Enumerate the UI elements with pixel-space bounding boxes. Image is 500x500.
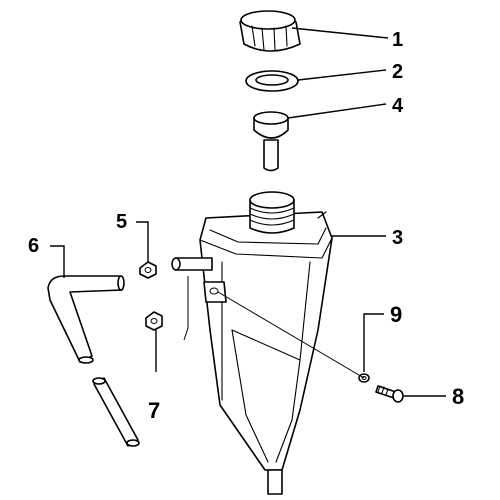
nut-upper — [139, 261, 157, 279]
callout-3: 3 — [392, 227, 403, 249]
filler-cap — [239, 10, 301, 52]
screw — [375, 385, 404, 403]
leader-4 — [287, 103, 387, 119]
nut-lower — [145, 311, 163, 331]
expansion-tank — [171, 191, 333, 495]
leader-5 — [136, 221, 149, 262]
callout-1: 1 — [392, 29, 403, 51]
callout-4: 4 — [392, 95, 404, 117]
callout-8: 8 — [452, 384, 464, 409]
sealing-ring — [245, 70, 299, 92]
callout-7: 7 — [148, 398, 160, 423]
assembly-line — [217, 291, 365, 379]
leader-lines — [50, 27, 446, 397]
valve-plug — [253, 111, 289, 172]
callout-2: 2 — [392, 61, 403, 83]
hose-bent — [47, 275, 125, 364]
callout-5: 5 — [116, 211, 127, 233]
callout-9: 9 — [390, 302, 402, 327]
hose-straight — [92, 377, 140, 447]
leader-1 — [291, 27, 389, 39]
callout-6: 6 — [28, 235, 39, 257]
leader-9 — [363, 313, 384, 372]
leader-6 — [50, 245, 65, 278]
leader-2 — [297, 69, 387, 81]
